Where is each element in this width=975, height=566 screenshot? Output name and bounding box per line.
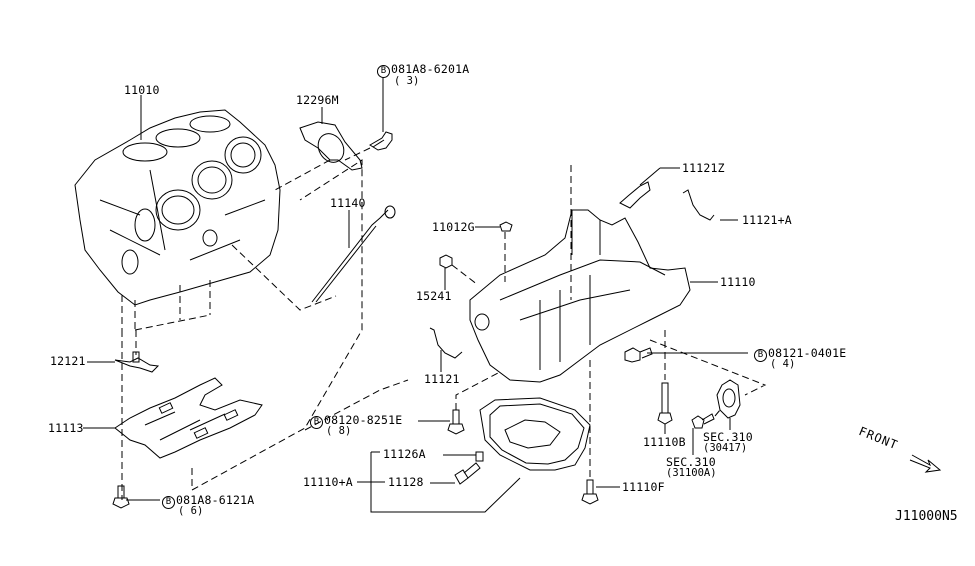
callout-11140[interactable]: 11140	[330, 196, 366, 210]
callout-12121[interactable]: 12121	[50, 354, 86, 368]
callout-11121-A[interactable]: 11121+A	[742, 213, 792, 227]
pan-bolt-part[interactable]	[447, 409, 465, 435]
pan-long-bolt-part[interactable]	[657, 382, 673, 425]
cover-bolt-part[interactable]	[691, 413, 715, 429]
oil-jet-part[interactable]	[114, 351, 160, 373]
cover-plate-part[interactable]	[716, 379, 741, 419]
drain-plug-part[interactable]	[454, 462, 481, 485]
callout-qty: ( 4)	[770, 358, 796, 370]
callout-11110F[interactable]: 11110F	[622, 480, 665, 494]
gasket-part[interactable]	[429, 327, 463, 359]
bolt-b-icon: B	[377, 65, 390, 78]
bolt-part-number: 08120-8251E	[324, 413, 403, 427]
bolt-part-number: 081A8-6121A	[176, 493, 255, 507]
upper-oil-pan-part[interactable]	[469, 209, 691, 383]
callout-15241[interactable]: 15241	[416, 289, 452, 303]
callout-11121Z[interactable]: 11121Z	[682, 161, 725, 175]
callout-11126A[interactable]: 11126A	[383, 447, 426, 461]
callout-sec310-30417[interactable]: SEC.310	[703, 430, 753, 444]
drain-washer-part[interactable]	[475, 451, 484, 462]
bolt-b-icon: B	[310, 416, 323, 429]
diagram-code: J11000N5	[895, 509, 958, 524]
callout-11110B[interactable]: 11110B	[643, 435, 686, 449]
callout-sec-sub: (30417)	[703, 442, 748, 454]
bolt-b-icon: B	[754, 349, 767, 362]
callout-sec-sub: (31100A)	[666, 467, 717, 479]
callout-11113[interactable]: 11113	[48, 421, 84, 435]
gasket-tube-part[interactable]	[619, 181, 651, 209]
callout-11110-A[interactable]: 11110+A	[303, 475, 353, 489]
callout-qty: ( 6)	[178, 505, 204, 517]
callout-11012G[interactable]: 11012G	[432, 220, 475, 234]
bolt-b-icon: B	[162, 496, 175, 509]
baffle-plate-part[interactable]	[114, 377, 263, 459]
bolt-part-number: 08121-0401E	[768, 346, 847, 360]
callout-sec310-31100A[interactable]: SEC.310	[666, 455, 716, 469]
callout-qty: ( 8)	[326, 425, 352, 437]
callout-11110[interactable]: 11110	[720, 275, 756, 289]
front-arrow-icon	[909, 454, 942, 473]
oil-plug-part[interactable]	[439, 254, 453, 269]
bolt-part-number: 081A8-6201A	[391, 62, 470, 76]
callout-qty: ( 3)	[394, 75, 420, 87]
gasket-a-part[interactable]	[682, 189, 715, 221]
baffle-bolt-part[interactable]	[112, 485, 130, 509]
cylinder-block-part[interactable]	[74, 109, 281, 306]
callout-11010[interactable]: 11010	[124, 83, 160, 97]
callout-11121[interactable]: 11121	[424, 372, 460, 386]
plug-part[interactable]	[499, 221, 513, 232]
lower-oil-pan-part[interactable]	[479, 397, 591, 471]
pan-bolt-upper-part[interactable]	[624, 347, 653, 363]
callout-12296M[interactable]: 12296M	[296, 93, 339, 107]
oil-gauge-part[interactable]	[311, 205, 396, 303]
retainer-bolt-part[interactable]	[369, 131, 393, 151]
callout-11128[interactable]: 11128	[388, 475, 424, 489]
pan-bolt-f-part[interactable]	[581, 479, 599, 505]
retainer-part[interactable]	[299, 121, 363, 171]
